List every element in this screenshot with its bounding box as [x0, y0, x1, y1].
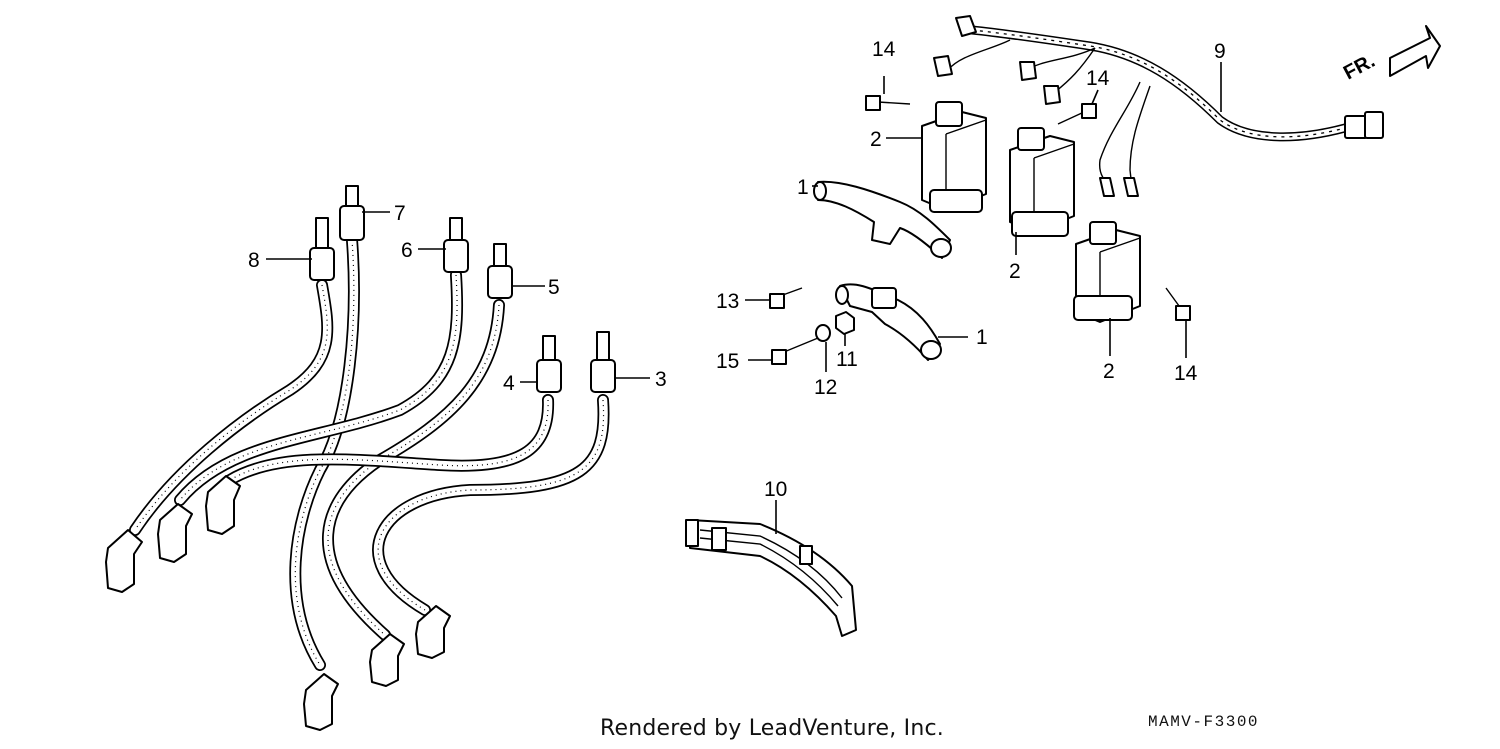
callout-14-right: 14: [1174, 362, 1198, 385]
wire-terminals: [309, 185, 616, 393]
fasteners: [769, 95, 1191, 365]
coil-wire-harness: [933, 15, 1384, 197]
washer-12: [815, 324, 831, 342]
wire-3: [372, 394, 610, 616]
wire-6: [174, 269, 464, 506]
callout-7: 7: [394, 202, 406, 225]
ignition-coil-3: [1073, 221, 1141, 323]
callout-9: 9: [1214, 40, 1226, 63]
front-label: FR.: [1340, 50, 1379, 85]
wire-clamp: [685, 519, 857, 637]
bolt-14-mid: [1057, 103, 1097, 125]
callout-1-a: 1: [797, 176, 809, 199]
callout-14-top: 14: [872, 38, 896, 61]
callout-10: 10: [764, 478, 787, 501]
callout-2-c: 2: [1103, 360, 1115, 383]
plug-caps: [105, 475, 451, 731]
callout-leaders: [266, 62, 1222, 534]
bolt-14-top: [865, 95, 911, 111]
callout-13: 13: [716, 290, 739, 313]
callout-2-b: 2: [1009, 260, 1021, 283]
callout-14-mid: 14: [1086, 67, 1110, 90]
callout-8: 8: [248, 249, 260, 272]
bolt-15: [771, 337, 819, 365]
callout-5: 5: [548, 276, 560, 299]
render-credit: Rendered by LeadVenture, Inc.: [600, 716, 944, 741]
spark-plug-wires: [105, 185, 616, 731]
ignition-coil-1: [921, 101, 987, 213]
bolt-14-right: [1165, 287, 1191, 321]
callout-numbers: 8 7 6 5 4 3 14 2 1 2 2 14 14 9 13 15 12 …: [248, 38, 1226, 501]
callout-11: 11: [836, 348, 858, 371]
callout-12: 12: [814, 376, 837, 399]
front-direction-arrow: FR.: [1340, 25, 1441, 85]
coil-stay-lower: [835, 283, 942, 361]
callout-1-b: 1: [976, 326, 988, 349]
nut-11: [835, 311, 855, 335]
callout-3: 3: [655, 368, 667, 391]
wire-8: [129, 279, 334, 536]
ignition-coil-2: [1009, 127, 1075, 237]
callout-15: 15: [716, 350, 739, 373]
callout-6: 6: [401, 239, 413, 262]
diagram-code: MAMV-F3300: [1148, 713, 1260, 731]
wire-4: [224, 394, 555, 486]
bolt-13: [769, 287, 803, 309]
callout-4: 4: [503, 372, 515, 395]
wire-7: [289, 234, 360, 671]
coil-stay-upper: [813, 180, 952, 259]
callout-2-a: 2: [870, 128, 882, 151]
